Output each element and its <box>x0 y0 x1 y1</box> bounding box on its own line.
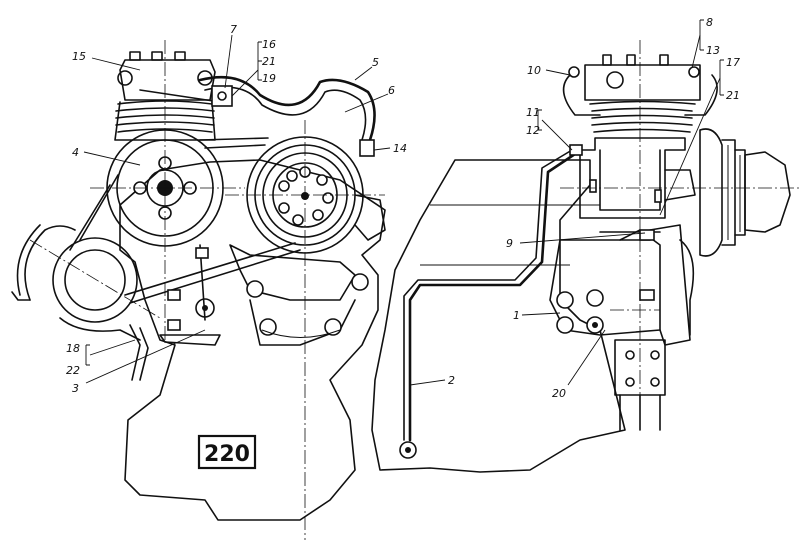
alternator-bracket <box>24 225 76 301</box>
callout-3: 3 <box>72 382 79 395</box>
adjust-bracket <box>129 324 141 381</box>
callout-18: 18 <box>66 342 80 355</box>
pipe-fitting-2 <box>399 441 417 459</box>
callout-16: 16 <box>262 38 276 51</box>
badge-label: 220 <box>204 442 250 467</box>
callout-11: 11 <box>526 106 540 119</box>
compressor-drive-pulley <box>699 128 791 257</box>
water-outlet <box>354 194 386 241</box>
callout-1: 1 <box>513 309 520 322</box>
shaft-housing <box>664 169 696 201</box>
pipe-link <box>139 89 221 103</box>
callout-numbers: 15 7 16 21 19 5 6 4 14 18 22 3 10 11 12 … <box>66 16 740 400</box>
callout-12: 12 <box>526 124 540 137</box>
callout-4: 4 <box>72 146 79 159</box>
air-pipe-outer <box>198 75 376 142</box>
callout-22: 22 <box>66 364 80 377</box>
callout-21-left: 21 <box>262 55 276 68</box>
pipe-fitting-11 <box>569 144 583 156</box>
callout-5: 5 <box>372 56 379 69</box>
boss-2 <box>351 273 369 291</box>
callout-14: 14 <box>393 142 407 155</box>
side-block-outline <box>371 159 626 473</box>
callout-9: 9 <box>506 237 513 250</box>
callout-13: 13 <box>706 44 720 57</box>
callout-2: 2 <box>448 374 455 387</box>
compressor-side <box>562 54 718 219</box>
air-pipe-inner <box>204 86 367 141</box>
callout-19: 19 <box>262 72 276 85</box>
compressor-head-side <box>584 64 701 101</box>
crankcase <box>579 137 686 219</box>
cover-lower <box>249 299 356 346</box>
callout-6: 6 <box>388 84 395 97</box>
callout-leaders <box>83 19 724 386</box>
engine-number-badge <box>197 434 257 470</box>
fitting-7 <box>211 85 233 107</box>
timing-cover <box>229 244 356 301</box>
callout-7: 7 <box>230 23 237 36</box>
callout-10: 10 <box>527 64 541 77</box>
alternator <box>11 224 149 381</box>
belt-top <box>199 137 269 141</box>
callout-17: 17 <box>726 56 740 69</box>
oil-pipe <box>408 150 580 442</box>
front-view: 220 <box>11 40 386 540</box>
cooling-fins-side <box>589 100 696 133</box>
callout-20: 20 <box>552 387 566 400</box>
lower-support <box>614 339 666 396</box>
side-view <box>371 40 800 473</box>
mounting-bracket <box>549 224 695 346</box>
compressor-head <box>119 59 216 101</box>
belt-left <box>69 184 111 251</box>
boss-1 <box>246 280 264 298</box>
belt-bottom <box>129 249 301 304</box>
callout-8: 8 <box>706 16 713 29</box>
callout-21-right: 21 <box>726 89 740 102</box>
callout-15: 15 <box>72 50 86 63</box>
head-bolt <box>117 70 133 86</box>
fitting-14 <box>359 139 375 157</box>
